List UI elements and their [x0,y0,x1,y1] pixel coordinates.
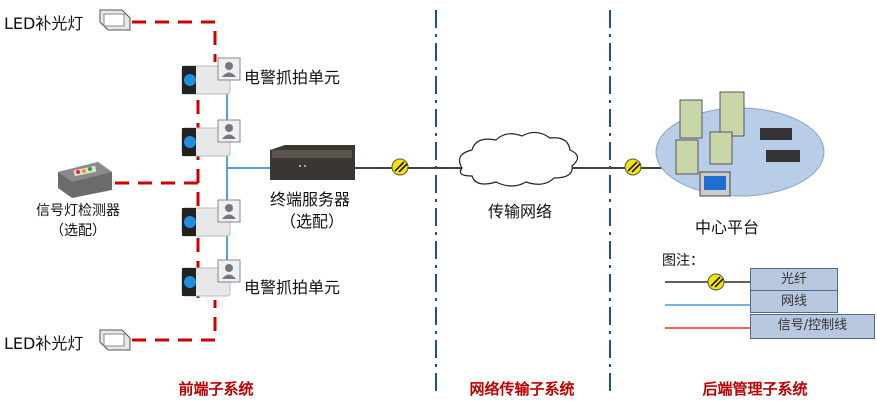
fiber-connector-icon [624,158,642,176]
camera-unit-label-bottom: 电警抓拍单元 [244,278,341,297]
subsystem-dividers [435,10,611,392]
front-subsystem-label: 前端子系统 [178,380,254,398]
center-platform-label: 中心平台 [695,218,760,237]
camera-icon [181,259,241,297]
legend-lines [665,273,750,329]
led-lamp-icon [99,9,131,31]
led-lamp-icon [99,329,131,351]
signal-detector-optional: （选配） [50,223,106,239]
center-platform-icon [655,91,825,197]
signal-detector-icon [58,162,112,198]
camera-icon [181,119,241,157]
legend-title: 图注： [662,253,704,269]
fiber-connector-icon [391,158,409,176]
backend-subsystem-label: 后端管理子系统 [702,380,808,398]
legend-ethernet: 网线 [750,290,838,313]
legend-fiber: 光纤 [750,268,838,291]
network-label: 传输网络 [488,202,553,221]
camera-icon [181,199,241,237]
camera-icon [181,57,241,95]
led-light-label-top: LED补光灯 [4,14,84,33]
terminal-server-label: 终端服务器 [270,190,351,209]
camera-unit-label-top: 电警抓拍单元 [244,68,341,87]
terminal-server-icon [270,145,355,180]
signal-detector-label: 信号灯检测器 [36,203,120,219]
cloud-icon [459,131,579,187]
terminal-server-optional: （选配） [280,212,345,231]
legend-signal-control: 信号/控制线 [750,314,875,339]
led-light-label-bottom: LED补光灯 [4,334,84,353]
transport-subsystem-label: 网络传输子系统 [469,380,575,398]
